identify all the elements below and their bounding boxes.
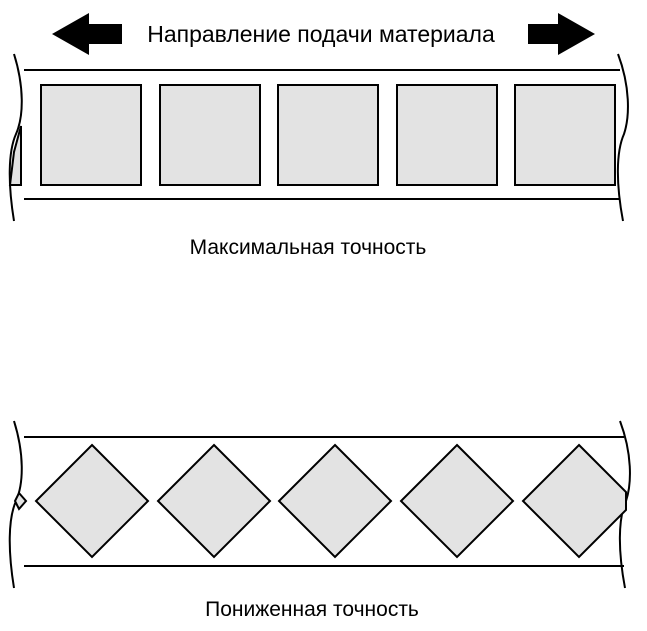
label-partial [13,491,28,511]
label-square [277,84,379,186]
arrow-left-icon [52,13,122,55]
label-square [514,84,616,186]
label-partial [8,125,22,186]
arrow-right-icon [528,13,595,55]
label-diamond [156,443,272,559]
label-diamond [277,443,393,559]
label-square [40,84,142,186]
label-square [396,84,498,186]
feed-direction-label: Направление подачи материала [147,21,495,47]
feed-direction-header: Направление подачи материала [52,13,595,55]
label-square [159,84,261,186]
caption-reduced-precision: Пониженная точность [205,598,419,621]
strip-reduced-precision [8,420,631,589]
caption-max-precision: Максимальная точность [190,236,427,259]
strip-break-left [8,53,23,222]
strip-break-right [616,53,629,222]
label-diamond [399,443,515,559]
label-diamond [34,443,150,559]
label-diamond [521,443,627,559]
strip-max-precision [8,53,629,222]
